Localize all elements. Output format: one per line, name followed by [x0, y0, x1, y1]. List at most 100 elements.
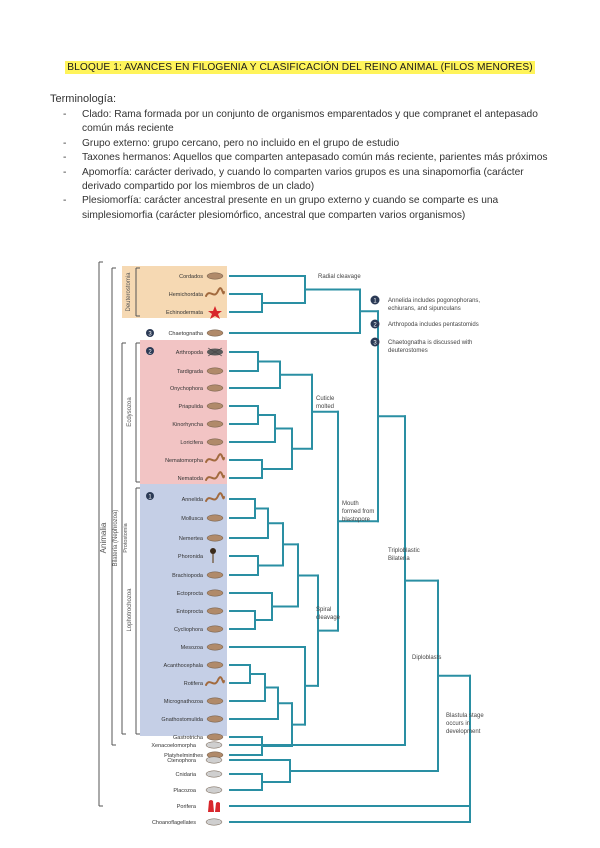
legend-badge: [370, 319, 380, 329]
taxon-label: Placozoa: [173, 788, 197, 794]
sponge-icon: [208, 800, 220, 812]
list-item-text: Apomorfía: carácter derivado, y cuando l…: [82, 166, 524, 193]
note-badge-chaetognatha: [146, 329, 154, 337]
group-label-ecdysozoa: Ecdysozoa: [127, 397, 133, 427]
list-dash: -: [63, 137, 67, 149]
worm-icon: [205, 471, 225, 481]
legend-note-line: Annelida includes pogonophorans,: [388, 298, 480, 304]
terminology-list: - Clado: Rama formada por un conjunto de …: [60, 108, 560, 223]
taxon-label: Phoronida: [178, 554, 204, 560]
list-item: - Taxones hermanos: Aquellos que comparte…: [60, 151, 560, 165]
taxon-label: Ectoprocta: [177, 591, 204, 597]
node-label-occurs-in: occurs in: [446, 721, 470, 727]
organism-icon: [206, 571, 224, 579]
organism-icon: [206, 697, 224, 705]
taxon-label: Annelida: [182, 497, 204, 503]
organism-icon: [206, 402, 224, 410]
legend-badge: [370, 295, 380, 305]
node-label-blastopore: blastopore: [342, 517, 371, 523]
organism-icon: [206, 733, 224, 741]
taxon-label: Cordados: [179, 274, 203, 280]
list-dash: -: [63, 109, 67, 120]
list-item-text: Clado: Rama formada por un conjunto de o…: [82, 109, 538, 135]
organism-icon: [206, 272, 224, 280]
list-dash: -: [63, 195, 67, 207]
taxon-label: Echinodermata: [166, 310, 204, 316]
list-item-text: Taxones hermanos: Aquellos que comparten…: [82, 152, 548, 164]
group-label-bilateria: Bilateria (Nephrozoa): [113, 510, 119, 567]
node-label-triploblastic: Triploblastic: [388, 548, 420, 554]
taxon-label: Hemichordata: [169, 292, 204, 298]
organism-icon: [206, 589, 224, 597]
list-item: - Clado: Rama formada por un conjunto de …: [60, 108, 560, 137]
worm-icon: [205, 287, 225, 297]
starfish-icon: [208, 306, 222, 319]
taxon-label: Porifera: [177, 804, 197, 810]
taxon-label: Ctenophora: [167, 758, 197, 764]
organism-icon: [206, 534, 224, 542]
taxon-label: Onychophora: [170, 386, 204, 392]
bracket-bars: [98, 261, 140, 807]
organism-icon: [205, 741, 223, 749]
list-item: - Grupo externo: grupo cercano, pero no i…: [60, 137, 560, 151]
organism-icon: [206, 625, 224, 633]
taxon-label: Choanoflagellates: [152, 820, 196, 826]
taxon-label: Micrognathozoa: [164, 699, 204, 705]
list-item-text: Plesiomorfía: carácter ancestral present…: [82, 195, 499, 221]
taxon-label: Arthropoda: [176, 350, 204, 356]
list-dash: -: [63, 152, 67, 164]
worm-icon: [205, 453, 225, 463]
group-label-deuterostomia: Deuterostomia: [126, 272, 132, 312]
taxon-label: Mollusca: [181, 516, 204, 522]
list-dash: -: [63, 166, 67, 178]
group-label-protostomia: Protostomia: [123, 522, 129, 552]
node-label-development: development: [446, 729, 481, 735]
node-label-cleavage: cleavage: [316, 615, 341, 621]
organism-icon: [205, 756, 223, 764]
taxon-label: Nematoda: [178, 476, 204, 482]
node-label-bilateria: Bilateria: [388, 556, 410, 562]
notes-legend: 1 Annelida includes pogonophorans, echiu…: [370, 295, 480, 354]
cladogram-lines: [229, 275, 471, 823]
taxon-label: Brachiopoda: [172, 573, 204, 579]
worm-icon: [205, 492, 225, 502]
organism-icon: [206, 384, 224, 392]
taxon-label: Acanthocephala: [164, 663, 204, 669]
organism-icon: [206, 514, 224, 522]
arthropod-legs-icon: [207, 347, 223, 357]
taxon-label: Platyhelminthes: [164, 753, 203, 759]
organism-icon: [206, 715, 224, 723]
legend-note-line: deuterostomes: [388, 348, 428, 354]
legend-badge-number: 2: [373, 323, 377, 329]
taxon-label: Entoprocta: [176, 609, 204, 615]
organism-icon: [206, 420, 224, 428]
taxon-label: Gnathostomulida: [161, 717, 204, 723]
taxon-label: Chaetognatha: [168, 331, 203, 337]
list-item: - Plesiomorfía: carácter ancestral presen…: [60, 194, 560, 223]
organism-icon: [206, 643, 224, 651]
taxon-label: Loricifera: [180, 440, 204, 446]
worm-icon: [205, 676, 225, 686]
taxon-label: Rotifera: [184, 681, 204, 687]
note-badge-number: 1: [148, 495, 152, 501]
list-item-text: Grupo externo: grupo cercano, pero no in…: [82, 137, 400, 149]
note-badge-annelida: [146, 492, 154, 500]
taxon-label: Nemertea: [179, 536, 204, 542]
node-label-spiral: Spiral: [316, 607, 331, 613]
organism-icons: [205, 272, 225, 826]
taxon-label: Kinorhyncha: [172, 422, 204, 428]
legend-badge-number: 1: [373, 299, 377, 305]
legend-note-line: Arthropoda includes pentastomids: [388, 322, 479, 328]
organism-icon: [205, 770, 223, 778]
taxon-label: Tardigrada: [177, 369, 204, 375]
organism-icon: [205, 786, 223, 794]
organism-icon: [206, 367, 224, 375]
terminology-heading: Terminología:: [50, 93, 117, 105]
legend-note-line: echiurans, and sipunculans: [388, 306, 461, 312]
note-badge-number: 3: [148, 332, 152, 338]
node-label-diploblasts: Diploblasts: [412, 655, 441, 661]
group-label-lophotrochozoa: Lophotrochozoa: [127, 588, 133, 632]
organism-icon: [206, 607, 224, 615]
list-item: - Apomorfía: carácter derivado, y cuando …: [60, 166, 560, 195]
